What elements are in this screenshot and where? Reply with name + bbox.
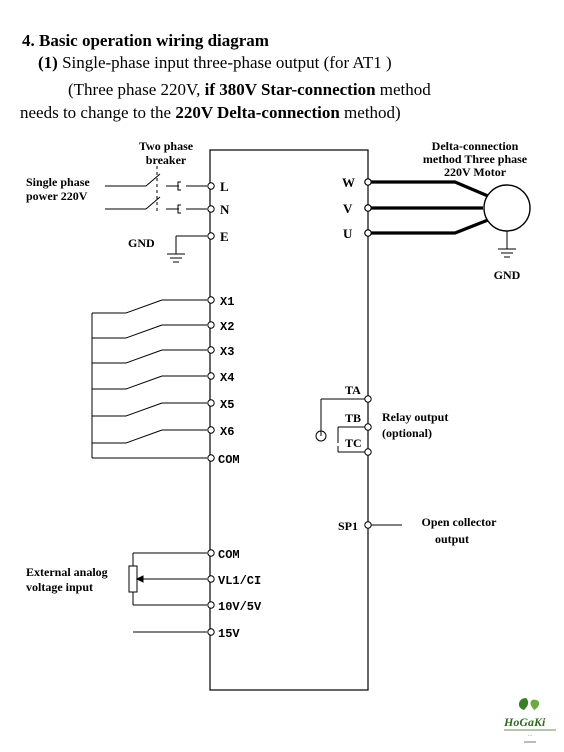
motor-icon <box>483 184 531 232</box>
subsection-title: (1) Single-phase input three-phase outpu… <box>38 53 392 73</box>
terminal-TA: TA <box>345 383 361 397</box>
terminal-COM-2: COM <box>218 548 240 562</box>
left-terminal-circles <box>207 182 215 636</box>
terminal-V: V <box>343 201 353 216</box>
logo-text: HoGaKi <box>503 715 546 729</box>
subsection-number: (1) <box>38 53 58 72</box>
analog-label-2: voltage input <box>26 580 93 594</box>
terminal-E: E <box>220 229 229 244</box>
relay-label-2: (optional) <box>382 426 432 440</box>
terminal-15V: 15V <box>218 627 240 641</box>
terminal-X2: X2 <box>220 320 234 334</box>
note-part-f: method) <box>339 103 401 122</box>
terminal-W: W <box>342 175 355 190</box>
relay-label-1: Relay output <box>382 410 448 424</box>
terminal-X1: X1 <box>220 295 234 309</box>
terminal-N: N <box>220 202 230 217</box>
terminal-X3: X3 <box>220 345 234 359</box>
gnd-right-label: GND <box>494 268 521 282</box>
terminal-X4: X4 <box>220 371 234 385</box>
open-collector-label-2: output <box>435 532 469 546</box>
note-part-a: (Three phase 220V, <box>68 80 205 99</box>
terminal-X5: X5 <box>220 398 234 412</box>
terminal-U: U <box>343 226 353 241</box>
logo-graphic: HoGaKi … <box>503 698 556 743</box>
motor-label-1: Delta-connection <box>432 139 519 153</box>
gnd-right-icon <box>498 231 516 258</box>
subsection-text: Single-phase input three-phase output (f… <box>57 53 392 72</box>
inverter-body <box>209 149 369 691</box>
terminal-SP1: SP1 <box>338 519 358 533</box>
power-label-1: Single phase <box>26 175 90 189</box>
terminal-X6: X6 <box>220 425 234 439</box>
terminal-COM-1: COM <box>218 453 240 467</box>
motor-terminal-circles <box>364 178 372 237</box>
terminal-L: L <box>220 179 229 194</box>
note-part-e: 220V Delta-connection <box>175 103 340 122</box>
terminal-10V: 10V/5V <box>218 600 262 614</box>
breaker-label-1: Two phase <box>139 139 194 153</box>
motor-label-2: method Three phase <box>423 152 528 166</box>
section-heading: 4. Basic operation wiring diagram <box>22 31 269 50</box>
hogaki-logo: HoGaKi … <box>498 694 562 750</box>
motor-wiring <box>371 180 489 235</box>
relay-contacts <box>315 398 365 453</box>
relay-terminal-circles <box>364 395 372 456</box>
note-line-2: needs to change to the 220V Delta-connec… <box>20 103 401 123</box>
note-line-1: (Three phase 220V, if 380V Star-connecti… <box>68 80 431 100</box>
power-label-2: power 220V <box>26 189 88 203</box>
gnd-left-label: GND <box>128 236 155 250</box>
terminal-TB: TB <box>345 411 361 425</box>
power-wiring <box>105 166 207 263</box>
sp1-terminal-circle <box>364 521 372 529</box>
terminal-VL1: VL1/CI <box>218 574 261 588</box>
input-switches <box>91 299 207 459</box>
breaker-label-2: breaker <box>146 153 187 167</box>
analog-label-1: External analog <box>26 565 108 579</box>
note-part-b: if 380V Star-connection <box>204 80 376 99</box>
terminal-TC: TC <box>345 436 362 450</box>
open-collector-label-1: Open collector <box>422 515 498 529</box>
motor-label-3: 220V Motor <box>444 165 507 179</box>
note-part-d: needs to change to the <box>20 103 176 122</box>
note-part-c: method <box>375 80 431 99</box>
logo-tagline: … <box>528 732 532 737</box>
analog-wiring <box>128 552 207 633</box>
